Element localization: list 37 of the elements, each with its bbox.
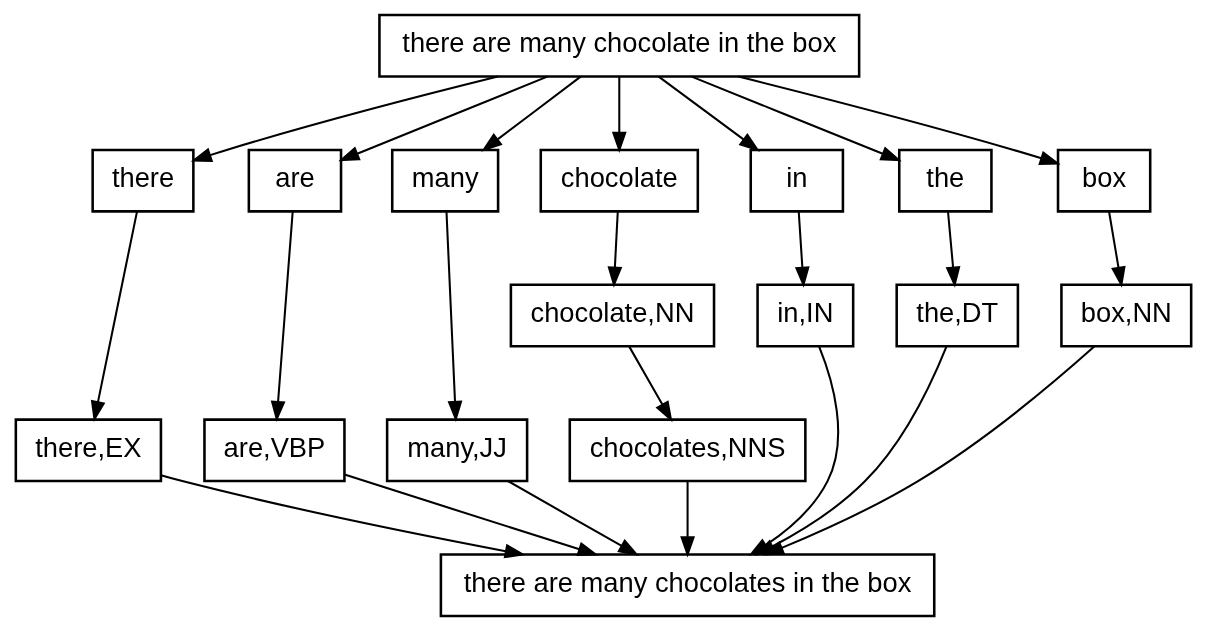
arrow xyxy=(270,211,294,423)
node-box: the xyxy=(897,148,993,213)
arrow xyxy=(737,75,1061,166)
arrow xyxy=(762,345,1095,556)
arrow xyxy=(444,211,462,423)
arrow xyxy=(607,211,622,288)
node-box: are,VBP xyxy=(202,418,346,483)
arrow xyxy=(690,75,902,162)
node-box: in xyxy=(748,148,844,213)
node-box: chocolates,NNS xyxy=(568,418,807,483)
node-box: there are many chocolate in the box xyxy=(377,13,860,78)
node-box: many xyxy=(390,148,499,213)
node-box: box xyxy=(1056,148,1151,213)
arrow xyxy=(611,76,627,153)
arrow xyxy=(679,481,695,558)
arrow xyxy=(190,75,498,162)
arrow xyxy=(160,474,526,559)
node-box: chocolate xyxy=(539,148,699,213)
node-box: many,JJ xyxy=(385,418,528,483)
arrow xyxy=(657,75,760,152)
arrow xyxy=(337,75,548,162)
arrow xyxy=(627,345,672,423)
node-box: box,NN xyxy=(1059,283,1192,348)
node-box: chocolate,NN xyxy=(509,283,715,348)
arrow xyxy=(507,480,639,556)
node-box: there are many chocolates in the box xyxy=(439,553,936,618)
arrow xyxy=(90,211,138,423)
arrow xyxy=(480,75,581,152)
node-box: are xyxy=(247,148,342,213)
node-box: there xyxy=(90,148,195,213)
arrow xyxy=(1107,211,1126,288)
arrow xyxy=(945,211,960,288)
node-box: the,DT xyxy=(894,283,1019,348)
arrow xyxy=(343,473,599,557)
arrow xyxy=(794,211,810,288)
node-box: there,EX xyxy=(14,418,162,483)
node-box: in,IN xyxy=(755,283,854,348)
